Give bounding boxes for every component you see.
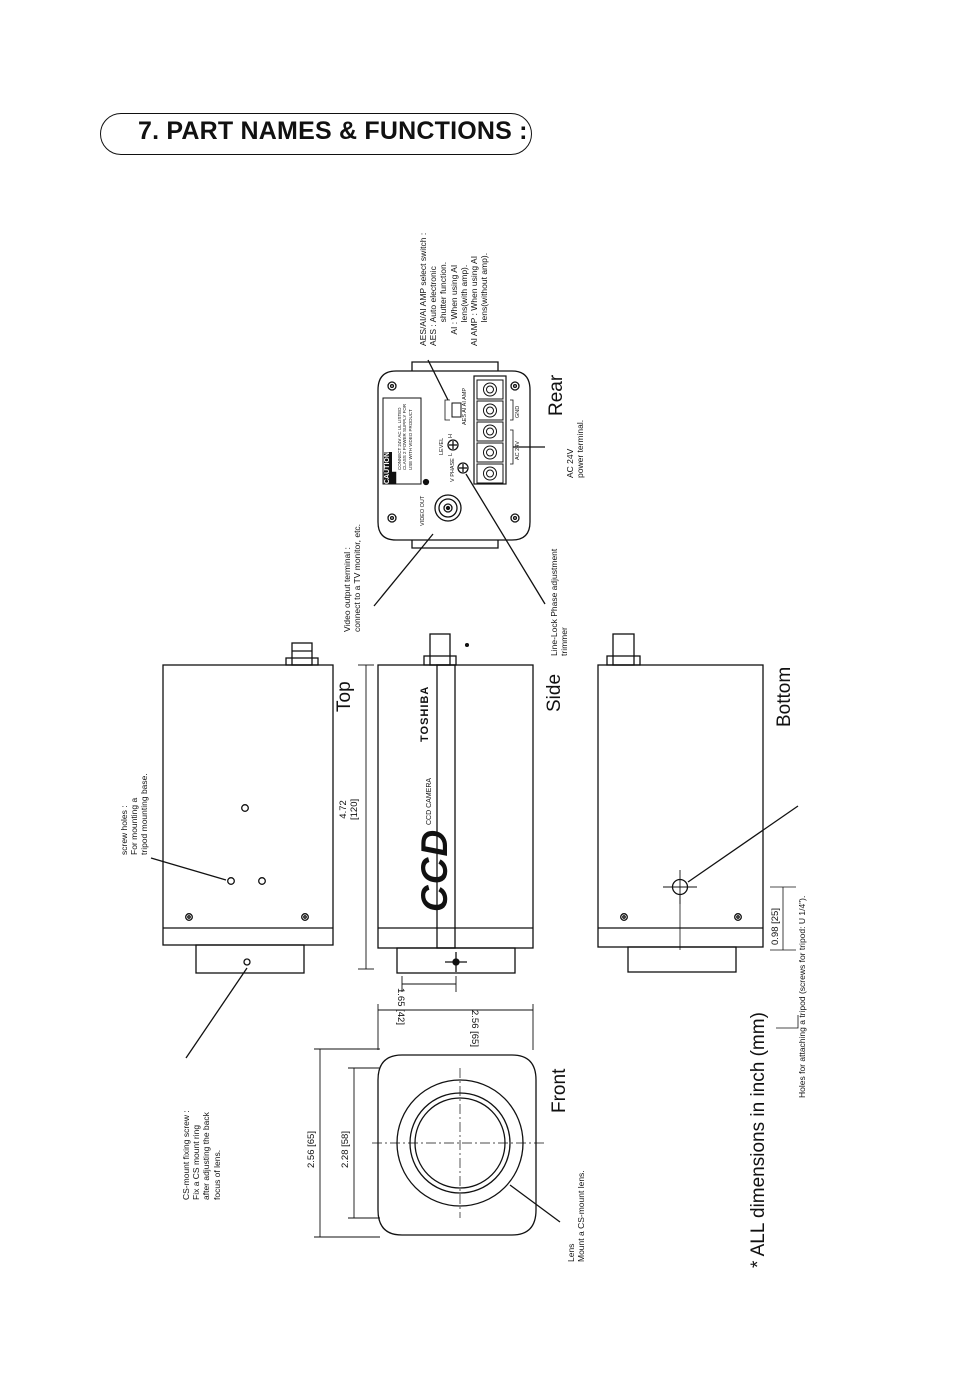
caution-title: CAUTION [384, 452, 393, 484]
title-frame [100, 113, 532, 155]
side-view-lens-mount [396, 947, 516, 974]
side-view-bnc [429, 633, 451, 666]
view-label-bottom: Bottom [774, 666, 795, 727]
level-knob [447, 439, 459, 451]
front-view-body [377, 1054, 537, 1236]
aes-switch-callout: AES/AI/AI AMP select switch : AES : Auto… [418, 232, 490, 346]
view-label-top: Top [334, 681, 355, 712]
dimensions-footnote: * ALL dimensions in inch (mm) [748, 1012, 769, 1268]
top-view-body [162, 664, 334, 946]
bottom-view-bnc [612, 633, 635, 666]
v-phase-trimmer [457, 462, 469, 474]
screw-hole [258, 877, 266, 885]
screw-hole [241, 804, 249, 812]
view-label-side: Side [544, 673, 565, 712]
video-output-callout: Video output terminal : connect to a TV … [342, 523, 363, 632]
dimension-width-front: 2.56 [65] [469, 1010, 480, 1047]
brand-label: TOSHIBA [419, 685, 431, 742]
ac24v-terminal-label: AC 24V [515, 441, 521, 460]
screw-hole [227, 877, 235, 885]
caution-label [382, 397, 422, 485]
side-view-drawing [358, 633, 534, 992]
view-label-front: Front [549, 1068, 570, 1113]
screw-holes-callout: screw holes : For mounting a tripod moun… [119, 773, 150, 855]
video-out-connector [434, 494, 462, 522]
switch-label: AES AI AI AMP [462, 388, 468, 425]
lens-callout: Lens Mount a CS-mount lens. [566, 1170, 587, 1262]
cs-mount-screw [243, 958, 251, 966]
cs-mount-callout: CS-mount fixing screw : Fix a CS mount r… [181, 1110, 222, 1200]
front-view-drawing [314, 1004, 561, 1238]
caution-text: CONNECT 24V AC UL LISTED CLASS 2 POWER S… [397, 403, 413, 470]
rear-view-drawing [373, 359, 546, 607]
page-title: 7. PART NAMES & FUNCTIONS : [138, 117, 528, 145]
aes-switch [451, 402, 462, 418]
top-view-drawing [150, 642, 334, 1059]
bottom-view-lens-mount [627, 946, 737, 973]
bottom-view-body [597, 664, 764, 948]
bottom-view-drawing [597, 633, 799, 1029]
ac24v-callout: AC 24V power terminal. [565, 419, 586, 478]
dimension-bottom-offset: 0.98 [25] [770, 908, 781, 945]
line-lock-callout: Line-Lock Phase adjustment trimmer [549, 548, 570, 656]
level-h-label: H [448, 434, 454, 438]
dimension-height-inner: 2.28 [58] [340, 1131, 351, 1168]
dimension-height-outer: 2.56 [65] [306, 1131, 317, 1168]
ccd-logo: CCD [414, 828, 455, 912]
dimension-length: 4.72 [120] [338, 798, 361, 820]
gnd-label: GND [515, 405, 521, 418]
dimension-width-side: 1.65 [42] [395, 988, 406, 1025]
top-view-lens-mount [195, 944, 305, 974]
video-out-label: VIDEO OUT [420, 495, 426, 526]
tripod-holes-callout: Holes for attaching a tripod (screws for… [797, 895, 807, 1098]
v-phase-label: V PHASE [450, 458, 456, 482]
view-label-rear: Rear [546, 374, 567, 416]
rear-view-body [377, 370, 531, 541]
terminal-block [473, 375, 507, 485]
model-label: CCD CAMERA [426, 777, 433, 825]
top-view-bnc [291, 642, 313, 666]
level-label: LEVEL [439, 437, 445, 455]
level-l-label: L [448, 452, 454, 456]
